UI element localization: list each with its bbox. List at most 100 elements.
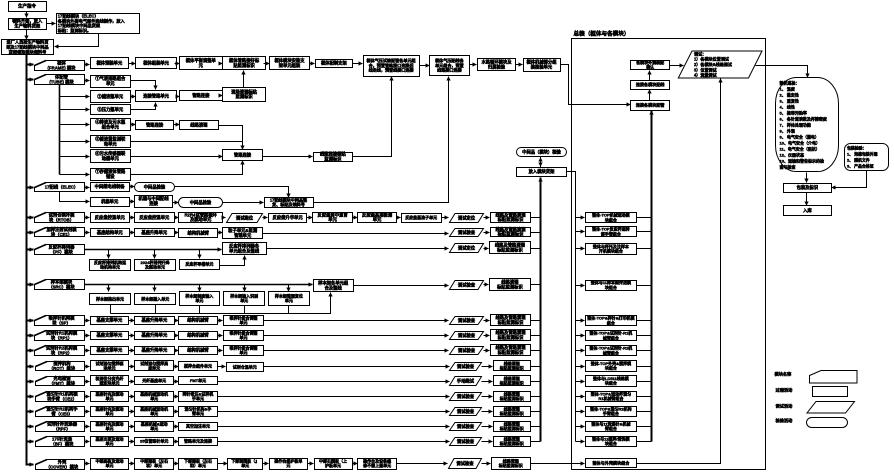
svg-text:块组合: 块组合 (605, 440, 617, 446)
svg-text:标贴监测标识: 标贴监测标识 (497, 319, 524, 326)
svg-text:管理单元: 管理单元 (234, 232, 252, 239)
svg-text:线路清理: 线路清理 (504, 390, 520, 396)
svg-text:标贴监测标识: 标贴监测标识 (496, 247, 523, 254)
svg-text:管路连接: 管路连接 (234, 151, 252, 158)
svg-text:整体-TOP&试剂针-R2机: 整体-TOP&试剂针-R2机 (588, 345, 632, 351)
svg-text:组合单元: 组合单元 (102, 123, 120, 130)
svg-text:调试检查: 调试检查 (458, 281, 476, 288)
svg-text:调试定位: 调试定位 (458, 244, 476, 251)
svg-text:基座升降单元: 基座升降单元 (140, 229, 167, 236)
svg-text:整体与12搅拌/清洗模: 整体与12搅拌/清洗模 (591, 435, 631, 441)
svg-text:基座结构单元: 基座结构单元 (96, 229, 123, 236)
svg-text:入库: 入库 (802, 207, 812, 214)
svg-text:动单元: 动单元 (104, 364, 116, 370)
svg-text:操作台及设备维: 操作台及设备维 (363, 457, 391, 463)
svg-text:包装及标识: 包装及标识 (796, 184, 819, 191)
svg-text:单元: 单元 (106, 395, 114, 401)
svg-text:试剂针R2机构模: 试剂针R2机构模 (46, 344, 78, 351)
svg-text:吸样针组合调整: 吸样针组合调整 (230, 345, 258, 351)
svg-text:管路连接: 管路连接 (146, 122, 164, 129)
svg-text:3、 产品合格证: 3、 产品合格证 (847, 164, 874, 169)
svg-text:调试活动: 调试活动 (776, 402, 794, 409)
svg-text:搅拌台组件单元: 搅拌台组件单元 (184, 362, 212, 368)
svg-text:基座机械运动机: 基座机械运动机 (139, 390, 168, 396)
svg-text:基座支撑单元: 基座支撑单元 (96, 317, 123, 324)
svg-text:调试定位: 调试定位 (458, 214, 476, 221)
svg-text:确认: 确认 (646, 64, 654, 70)
svg-text:现场清理标贴: 现场清理标贴 (231, 88, 257, 95)
svg-text:框体预装单元: 框体预装单元 (97, 60, 123, 67)
svg-text:反应盘基准子单元: 反应盘基准子单元 (405, 214, 437, 220)
svg-text:及驱动单元: 及驱动单元 (145, 264, 165, 270)
svg-text:单元: 单元 (240, 319, 248, 325)
svg-text:生产物料货架: 生产物料货架 (14, 23, 40, 30)
svg-text:整体-TOP&样针&打印机模: 整体-TOP&样针&打印机模 (586, 315, 635, 321)
svg-text:架单元组装: 架单元组装 (278, 62, 301, 69)
svg-text:25位管路针单元: 25位管路针单元 (140, 438, 168, 444)
svg-text:下部前围板（』: 下部前围板（』 (231, 457, 259, 463)
svg-text:（BF）模块: （BF）模块 (51, 440, 75, 447)
svg-text:反应杯排列器各: 反应杯排列器各 (229, 243, 260, 250)
svg-text:样本架各单元组: 样本架各单元组 (318, 279, 349, 286)
svg-text:臂单元: 臂单元 (192, 410, 204, 416)
svg-text:模块名称: 模块名称 (775, 370, 793, 377)
svg-text:光纤基座单元: 光纤基座单元 (141, 377, 166, 383)
svg-text:线路清理: 线路清理 (503, 457, 519, 463)
svg-text:线路及管路清理: 线路及管路清理 (495, 329, 526, 336)
svg-text:外壳: 外壳 (58, 458, 67, 465)
svg-text:整体与外壳模块组合: 整体与外壳模块组合 (591, 459, 630, 465)
svg-text:结构机械臂: 结构机械臂 (187, 332, 209, 339)
svg-text:标贴监测标识: 标贴监测标识 (499, 364, 524, 370)
svg-text:组合: 组合 (607, 319, 615, 325)
svg-text:标贴监测标识: 标贴监测标识 (496, 283, 523, 290)
svg-text:整体-TOP&运动杯混匀: 整体-TOP&运动杯混匀 (590, 390, 631, 396)
svg-text:框体气压配线各: 框体气压配线各 (435, 57, 465, 63)
svg-text:货架领取模块领料号: 货架领取模块领料号 (9, 48, 47, 55)
svg-text:检测位分度光纤: 检测位分度光纤 (96, 375, 124, 381)
svg-text:线路连接标贴: 线路连接标贴 (320, 151, 346, 158)
svg-text:动单元: 动单元 (104, 140, 118, 147)
svg-text:臂（CE3）: 臂（CE3） (51, 410, 72, 417)
svg-text:标贴监测标识: 标贴监测标识 (499, 410, 524, 416)
svg-text:线路清理: 线路清理 (504, 405, 520, 411)
svg-text:线路及管路清理: 线路及管路清理 (495, 211, 526, 218)
svg-text:放入模块货架: 放入模块货架 (528, 168, 555, 175)
svg-text:试剂混匀搅拌驱: 试剂混匀搅拌驱 (96, 360, 124, 366)
svg-text:调试检查: 调试检查 (458, 229, 476, 236)
svg-text:混匀针机构&手: 混匀针机构&手 (185, 405, 212, 411)
svg-text:FMT单元: FMT单元 (190, 377, 206, 383)
svg-text:试剂混匀搅拌高: 试剂混匀搅拌高 (140, 360, 168, 366)
svg-text:单元组合及整线: 单元组合及整线 (229, 247, 260, 254)
svg-text:线路清理: 线路清理 (190, 122, 208, 129)
svg-text:架及17配线模块中间品: 架及17配线模块中间品 (5, 43, 48, 50)
svg-text:试剂针R1机构模: 试剂针R1机构模 (46, 329, 78, 336)
svg-text:单元: 单元 (150, 425, 158, 431)
svg-text:标贴：监测标识。: 标贴：监测标识。 (57, 27, 92, 34)
svg-text:物料齐套，放入: 物料齐套，放入 (12, 18, 43, 25)
svg-text:连接各模块配线: 连接各模块配线 (636, 81, 666, 87)
svg-text:框体: 框体 (57, 59, 66, 66)
svg-text:2）各模块&线路调试: 2）各模块&线路调试 (694, 61, 733, 67)
svg-text:监测标识: 监测标识 (236, 93, 254, 100)
svg-text:调试检查: 调试检查 (458, 332, 476, 339)
svg-text:基座针向及驱动: 基座针向及驱动 (95, 390, 124, 396)
svg-text:机箱单元: 机箱单元 (101, 198, 119, 205)
svg-text:10、电气安全（介电）: 10、电气安全（介电） (780, 140, 820, 146)
svg-text:3）位置调试: 3）位置调试 (694, 66, 718, 72)
svg-text:块手臂（CE2）: 块手臂（CE2） (47, 395, 77, 402)
svg-text:线路及管路清理: 线路及管路清理 (495, 226, 526, 233)
svg-text:吸样针组合调整: 吸样针组合调整 (230, 315, 258, 321)
svg-text:连接: 连接 (149, 200, 158, 207)
svg-text:归属检验: 归属检验 (488, 63, 506, 70)
svg-text:加样注射试剂模: 加样注射试剂模 (45, 226, 77, 233)
svg-text:包装检验：: 包装检验： (847, 146, 866, 151)
svg-text:标贴监测标识: 标贴监测标识 (499, 379, 524, 385)
svg-text:单元: 单元 (195, 297, 203, 303)
svg-text:框体配制支架: 框体配制支架 (321, 60, 347, 67)
svg-text:单元: 单元 (106, 425, 114, 431)
svg-text:械臂组合: 械臂组合 (603, 349, 619, 355)
svg-text:框体平衡调整单: 框体平衡调整单 (186, 57, 217, 64)
svg-text:1、 泡棉包装外观: 1、 泡棉包装外观 (847, 152, 878, 157)
svg-text:线路及管路清理: 线路及管路清理 (495, 242, 526, 249)
svg-text:样本架整理复位: 样本架整理复位 (275, 293, 303, 299)
